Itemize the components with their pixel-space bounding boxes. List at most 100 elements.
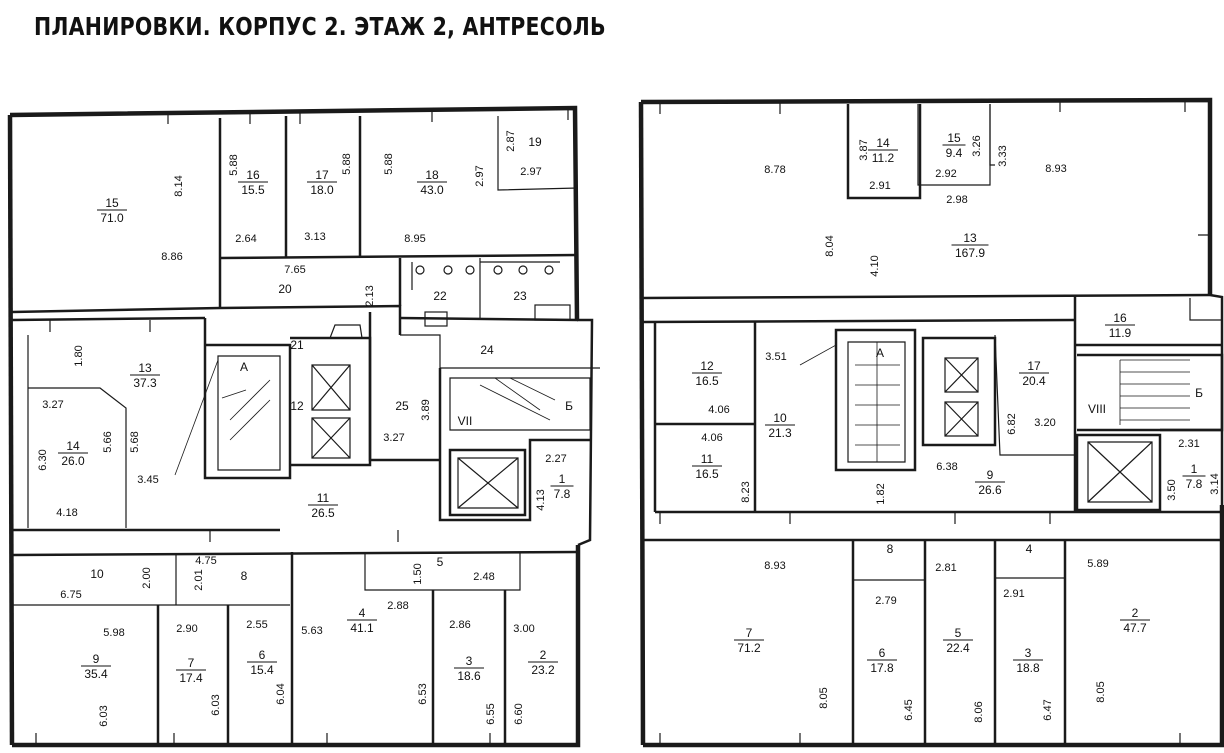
page-title: ПЛАНИРОВКИ. КОРПУС 2. ЭТАЖ 2, АНТРЕСОЛЬ (34, 12, 606, 41)
dimension-label: 3.33 (997, 145, 1009, 166)
room-number: 11 (701, 452, 714, 466)
dimension-label: 6.53 (417, 683, 429, 704)
dimension-label: 3.20 (1034, 417, 1055, 429)
dimension-label: 4.06 (701, 432, 722, 444)
room-area: 26.6 (978, 483, 1002, 497)
room-number: 6 (879, 646, 886, 660)
room-r7: 771.2 (734, 626, 764, 655)
dimension-label: 2.81 (935, 562, 956, 574)
dimension-label: 2.86 (449, 619, 470, 631)
dimension-label: 2.55 (246, 619, 267, 631)
room-number: 17 (315, 168, 329, 182)
dimension-label: 8.86 (161, 251, 182, 263)
room-area: 26.0 (61, 454, 85, 468)
dimension-label: 6.55 (485, 703, 497, 724)
room-number: 2 (1132, 606, 1139, 620)
room-label-l25: 25 (395, 399, 409, 413)
dimension-label: 8.05 (818, 687, 830, 708)
room-area: 21.3 (768, 426, 792, 440)
dimension-label: 6.03 (98, 705, 110, 726)
room-number: 13 (963, 231, 977, 245)
dimension-label: 4.13 (535, 489, 547, 510)
dimension-label: 1.80 (73, 345, 85, 366)
dimension-label: 2.27 (545, 453, 566, 465)
dimension-label: 8.93 (1045, 163, 1066, 175)
dimension-label: 6.45 (903, 699, 915, 720)
dimension-label: 5.88 (341, 153, 353, 174)
room-l2: 223.2 (528, 648, 558, 677)
room-label-lVII: VII (458, 414, 473, 428)
dimension-label: 2.98 (946, 194, 967, 206)
dimension-label: 5.88 (228, 154, 240, 175)
room-number: 7 (188, 656, 195, 670)
dimension-label: 2.92 (935, 168, 956, 180)
room-label-l21: 21 (290, 338, 304, 352)
room-number: 3 (1025, 646, 1032, 660)
dimension-label: 3.27 (383, 432, 404, 444)
room-area: 18.8 (1016, 661, 1040, 675)
room-number: 15 (947, 131, 961, 145)
dimension-label: 5.89 (1087, 558, 1108, 570)
room-area: 18.0 (310, 183, 334, 197)
room-label-lA: А (240, 360, 248, 374)
room-number: 16 (1113, 311, 1127, 325)
room-number: 2 (540, 648, 547, 662)
room-r2: 247.7 (1120, 606, 1150, 635)
room-area: 15.5 (241, 183, 265, 197)
room-r9: 926.6 (975, 468, 1005, 497)
dimension-label: 3.14 (1209, 473, 1221, 494)
room-label-r8: 8 (887, 542, 894, 556)
room-number: 4 (359, 606, 366, 620)
room-number: 12 (700, 359, 714, 373)
room-number: 14 (66, 439, 80, 453)
room-area: 17.8 (870, 661, 894, 675)
room-area: 35.4 (84, 667, 108, 681)
dimension-label: 1.82 (875, 483, 887, 504)
dimension-label: 8.95 (404, 233, 425, 245)
room-label-l20: 20 (278, 282, 292, 296)
room-label-l5: 5 (437, 555, 444, 569)
room-area: 16.5 (695, 374, 719, 388)
dimension-label: 5.98 (103, 627, 124, 639)
room-number: 15 (105, 196, 119, 210)
room-l3: 318.6 (454, 654, 484, 683)
room-r3: 318.8 (1013, 646, 1043, 675)
room-number: 10 (773, 411, 787, 425)
dimension-label: 2.13 (364, 285, 376, 306)
dimension-label: 8.14 (173, 175, 185, 196)
room-area: 23.2 (531, 663, 555, 677)
dimension-label: 3.13 (304, 231, 325, 243)
room-area: 167.9 (955, 246, 985, 260)
dimension-label: 3.50 (1166, 479, 1178, 500)
room-label-l10: 10 (90, 567, 104, 581)
room-l4: 441.1 (347, 606, 377, 635)
dimension-label: 3.89 (420, 399, 432, 420)
room-label-lB: Б (565, 399, 573, 413)
room-r5: 522.4 (943, 626, 973, 655)
dimension-label: 4.75 (195, 555, 216, 567)
dimension-label: 7.65 (284, 264, 305, 276)
dimension-label: 3.27 (42, 399, 63, 411)
room-number: 7 (746, 626, 753, 640)
left-floor-plan (7, 105, 600, 748)
dimension-label: 2.90 (176, 623, 197, 635)
room-label-rB: Б (1195, 386, 1203, 400)
dimension-label: 4.10 (869, 255, 881, 276)
dimension-label: 5.68 (129, 431, 141, 452)
right-plan-labels: 1411.2159.413167.91611.91216.51021.31720… (692, 131, 1221, 723)
room-area: 41.1 (350, 621, 374, 635)
room-label-l24: 24 (480, 343, 494, 357)
room-number: 13 (138, 361, 152, 375)
room-number: 9 (987, 468, 994, 482)
room-area: 7.8 (1186, 477, 1203, 491)
dimension-label: 6.60 (513, 703, 525, 724)
dimension-label: 2.87 (505, 130, 517, 151)
dimension-label: 6.38 (936, 461, 957, 473)
